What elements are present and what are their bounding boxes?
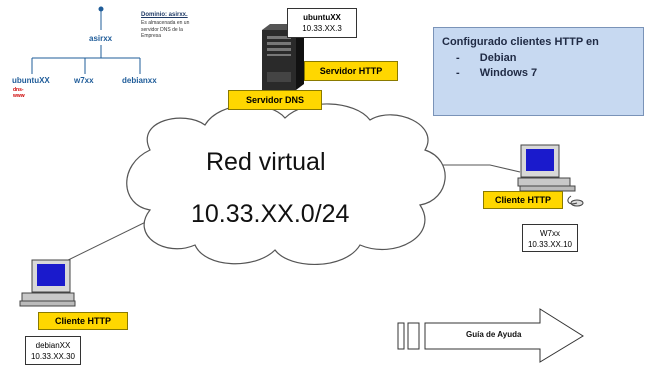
- domain-tree-lines: [31, 6, 141, 74]
- dns-server-label: Servidor DNS: [228, 90, 322, 110]
- tree-child-debian: debianxx: [122, 76, 157, 85]
- debian-ip: 10.33.XX.30: [30, 352, 76, 361]
- w7-computer-icon: [517, 144, 584, 207]
- debian-computer-icon: [19, 259, 76, 307]
- w7-info-box: W7xx 10.33.XX.10: [522, 224, 578, 252]
- configuration-info-box: Configurado clientes HTTP en - Debian - …: [433, 27, 644, 116]
- dns-www-note: dns- www: [13, 87, 25, 99]
- bullet-marker: -: [456, 52, 460, 64]
- info-bullet-debian: - Debian: [456, 52, 516, 64]
- server-tower-icon: [262, 24, 304, 90]
- info-item-debian: Debian: [479, 52, 517, 64]
- domain-note-title: Dominio: asirxx.: [141, 12, 188, 18]
- debian-name: debianXX: [35, 341, 71, 350]
- server-ip: 10.33.XX.3: [302, 24, 342, 33]
- domain-note-body: Es almacenada en un servidor DNS de la E…: [141, 20, 190, 39]
- w7-client-http-label: Cliente HTTP: [483, 191, 563, 209]
- debian-info-box: debianXX 10.33.XX.30: [25, 336, 81, 365]
- info-item-windows: Windows 7: [479, 67, 538, 79]
- tree-child-w7: w7xx: [74, 76, 94, 85]
- virtual-network-cloud: [126, 103, 446, 266]
- cloud-subnet: 10.33.XX.0/24: [191, 200, 350, 228]
- debian-client-http-label: Cliente HTTP: [38, 312, 128, 330]
- server-name: ubuntuXX: [303, 13, 341, 22]
- server-info-box: ubuntuXX 10.33.XX.3: [287, 8, 357, 38]
- bullet-marker: -: [456, 67, 460, 79]
- tree-root-label: asirxx: [89, 34, 113, 43]
- w7-name: W7xx: [540, 229, 560, 238]
- help-arrow-shape: [397, 308, 584, 363]
- help-guide-label[interactable]: Guía de Ayuda: [466, 330, 522, 339]
- http-server-label: Servidor HTTP: [304, 61, 398, 81]
- tree-child-ubuntu: ubuntuXX: [12, 76, 50, 85]
- info-box-title: Configurado clientes HTTP en: [442, 36, 599, 48]
- w7-ip: 10.33.XX.10: [527, 240, 573, 249]
- info-bullet-windows: - Windows 7: [456, 67, 537, 79]
- cloud-title: Red virtual: [206, 148, 326, 176]
